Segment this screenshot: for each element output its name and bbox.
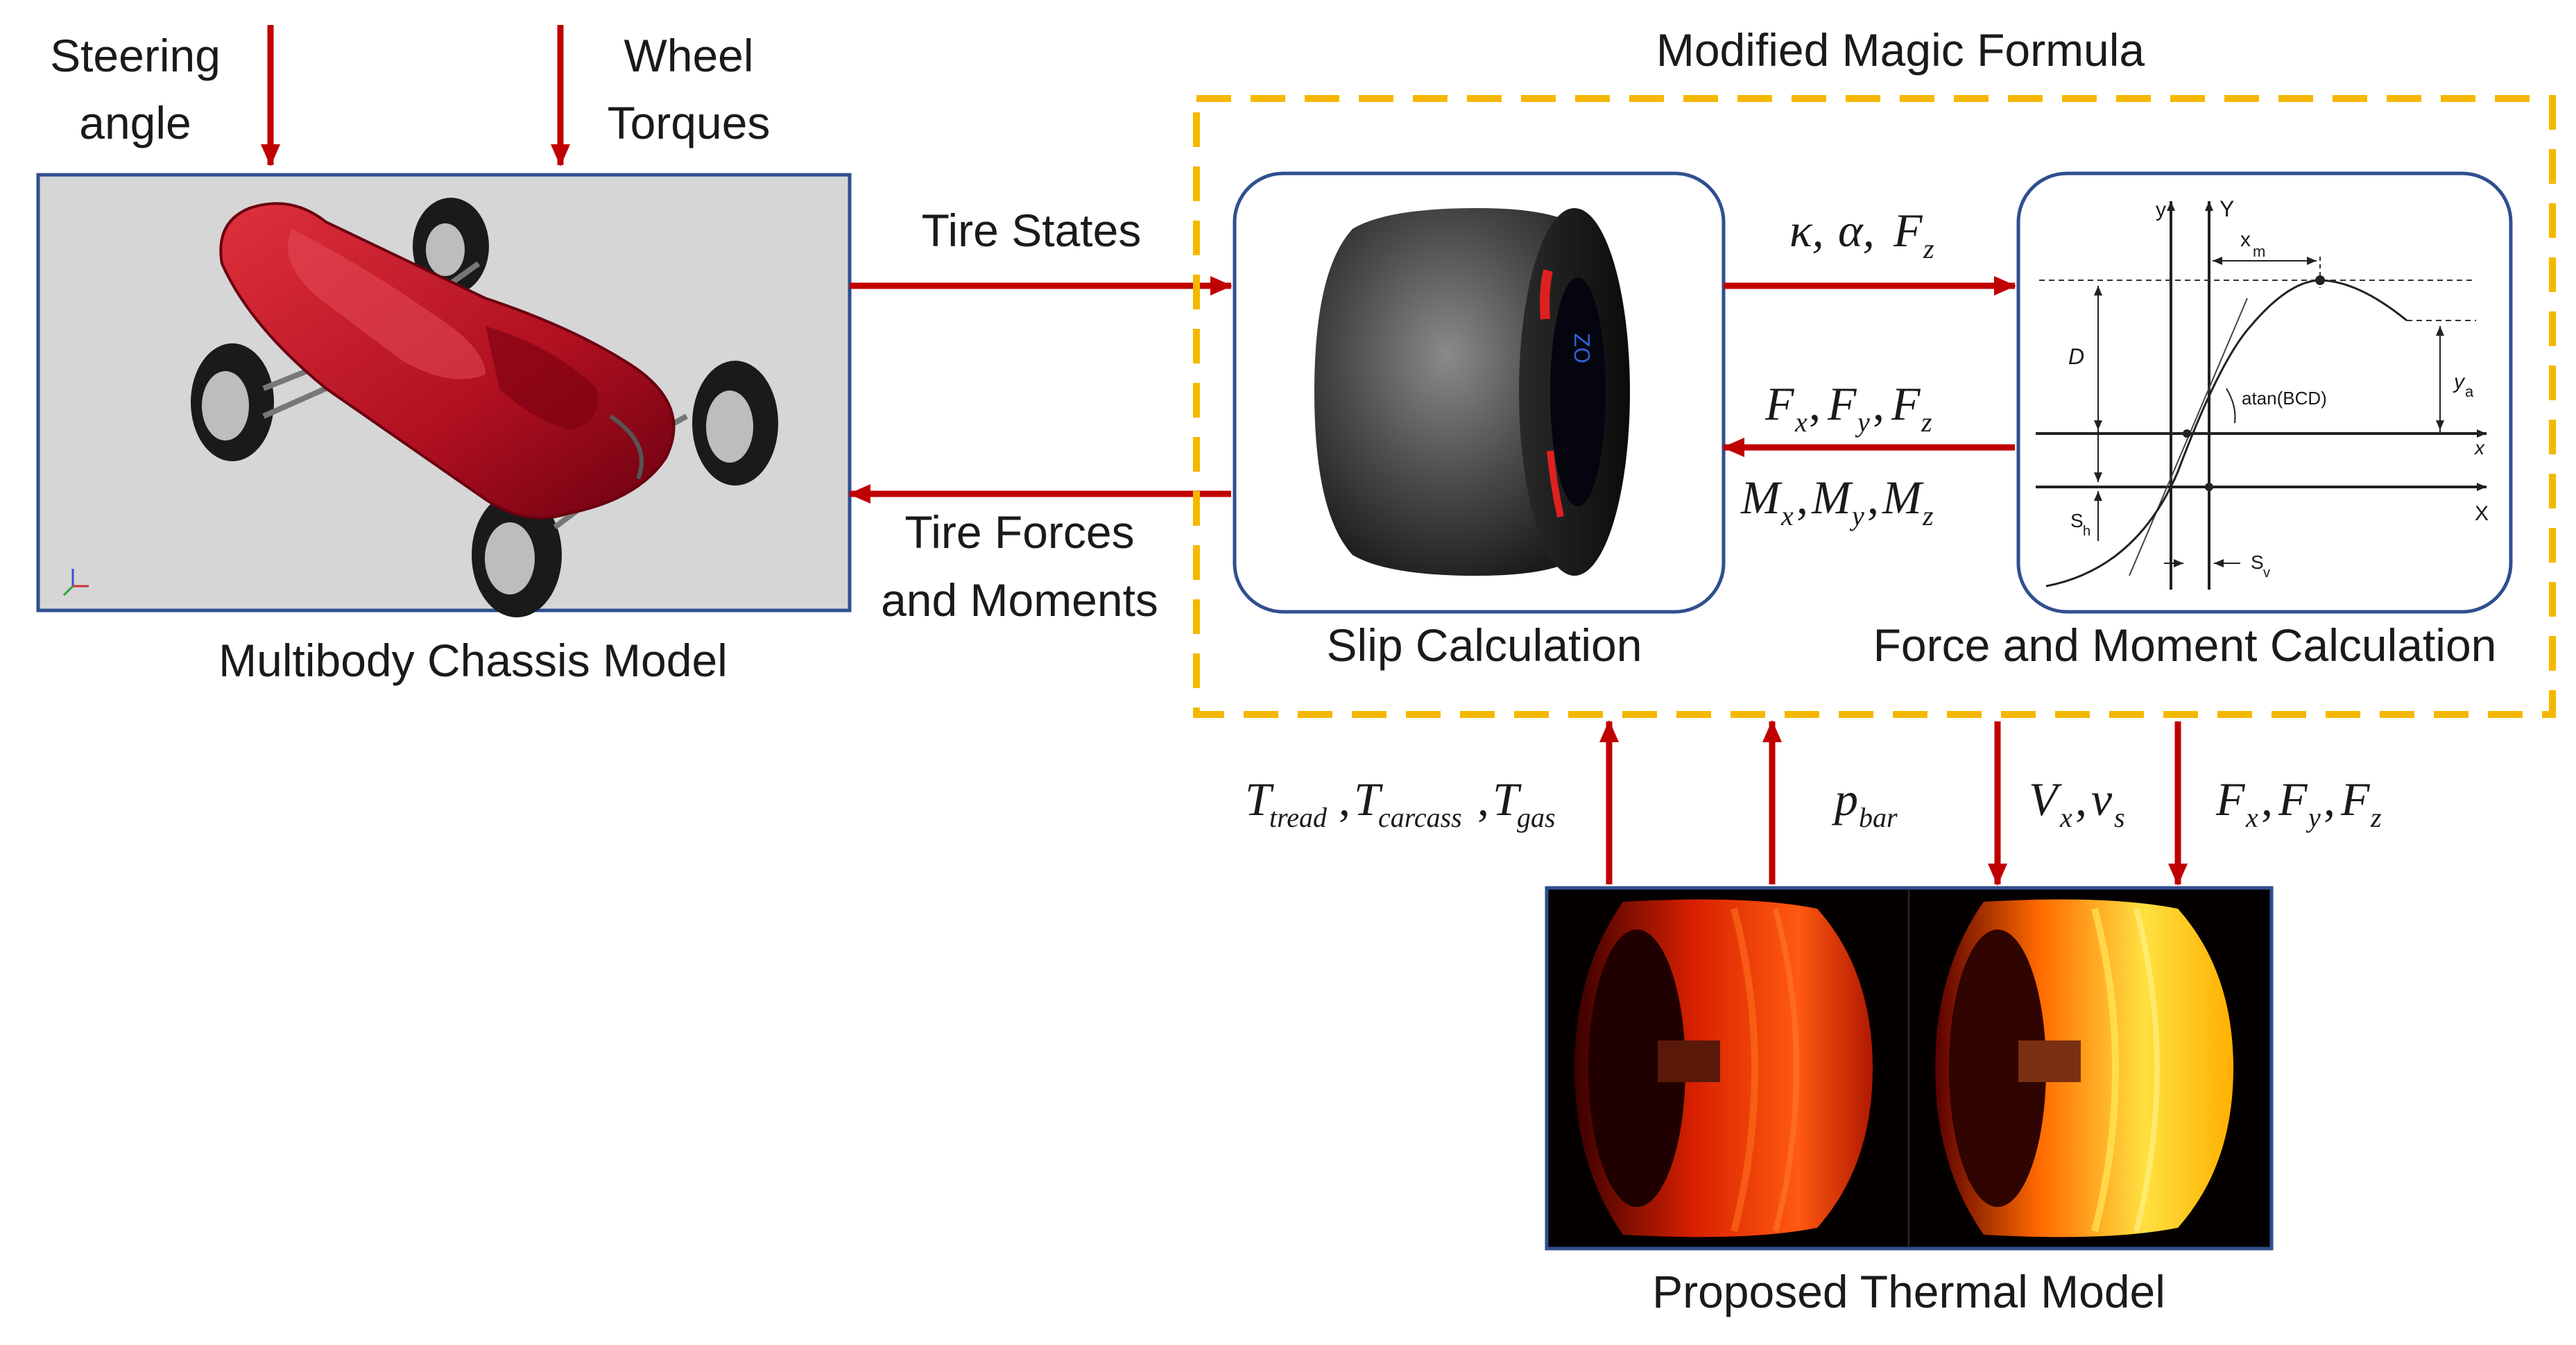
mxyz-label: M x , M y , M z <box>1740 471 1934 531</box>
svg-text:p: p <box>1832 773 1858 825</box>
graph-Y: Y <box>2219 196 2234 221</box>
graph-sh-sub: h <box>2083 524 2090 539</box>
svg-text:x: x <box>2059 802 2072 833</box>
svg-text:y: y <box>2305 802 2321 833</box>
svg-text:,: , <box>1477 773 1489 825</box>
slip-label: Slip Calculation <box>1327 619 1642 671</box>
graph-sh: S <box>2070 510 2084 531</box>
svg-text:α,: α, <box>1838 204 1875 257</box>
car-illustration <box>62 198 778 617</box>
graph-ya: y <box>2453 370 2466 393</box>
fxyz-label: F x , F y , F z <box>1764 377 1932 438</box>
wheel-label-line1: Wheel <box>624 30 753 81</box>
graph-xm-sub: m <box>2253 243 2265 260</box>
force-moment-panel: y Y x m D y a atan(BCD) x X S h S v <box>2016 171 2513 614</box>
tire-image: ZO <box>1314 208 1630 576</box>
kappa-alpha-fz-label: κ, α, F z <box>1789 204 1934 264</box>
svg-text:y: y <box>1855 406 1870 438</box>
temperatures-label: T tread , T carcass , T gas <box>1245 773 1556 833</box>
graph-ya-sub: a <box>2465 383 2474 400</box>
svg-text:z: z <box>1922 500 1934 531</box>
svg-text:,: , <box>1339 773 1350 825</box>
svg-text:,: , <box>1867 471 1879 524</box>
pressure-label: p bar <box>1832 773 1898 833</box>
svg-text:s: s <box>2114 802 2125 833</box>
tire-forces-label-line2: and Moments <box>881 574 1158 626</box>
graph-atan: atan(BCD) <box>2242 388 2327 409</box>
magic-formula-box <box>1193 95 2556 718</box>
svg-text:tread: tread <box>1269 802 1328 833</box>
svg-text:,: , <box>1809 377 1821 430</box>
wheel-label-line2: Torques <box>608 97 771 148</box>
svg-text:,: , <box>2075 773 2087 825</box>
svg-text:bar: bar <box>1859 802 1898 833</box>
svg-text:T: T <box>1245 773 1274 825</box>
svg-text:v: v <box>2091 773 2113 825</box>
svg-text:F: F <box>1764 377 1795 430</box>
slip-panel: ZO <box>1233 171 1726 614</box>
velocity-label: V x , v s <box>2029 773 2125 833</box>
steering-label-line2: angle <box>79 97 191 148</box>
graph-y: y <box>2156 198 2166 221</box>
svg-text:,: , <box>1873 377 1884 430</box>
svg-text:F: F <box>1893 204 1923 257</box>
forces-bottom-label: F x , F y , F z <box>2215 773 2382 833</box>
magic-formula-graph: y Y x m D y a atan(BCD) x X S h S v <box>2036 196 2489 590</box>
svg-text:M: M <box>1882 471 1924 524</box>
thermal-panel <box>1545 886 2274 1251</box>
svg-text:,: , <box>1796 471 1808 524</box>
graph-X: X <box>2475 502 2489 525</box>
svg-text:z: z <box>2370 802 2382 833</box>
svg-text:κ,: κ, <box>1789 204 1824 257</box>
thermal-label: Proposed Thermal Model <box>1652 1266 2165 1317</box>
svg-text:y: y <box>1849 500 1864 531</box>
svg-text:z: z <box>1921 406 1932 438</box>
svg-text:F: F <box>2215 773 2246 825</box>
svg-text:F: F <box>2278 773 2308 825</box>
svg-text:carcass: carcass <box>1378 802 1462 833</box>
svg-text:,: , <box>2324 773 2335 825</box>
graph-D: D <box>2068 344 2084 369</box>
svg-text:F: F <box>1891 377 1921 430</box>
magic-formula-title: Modified Magic Formula <box>1656 24 2145 76</box>
svg-text:x: x <box>1794 406 1808 438</box>
thermal-tire-cold <box>1574 899 1873 1237</box>
tire-states-label: Tire States <box>922 205 1142 256</box>
svg-text:,: , <box>2261 773 2273 825</box>
svg-text:z: z <box>1923 233 1934 264</box>
graph-x: x <box>2473 437 2485 459</box>
svg-text:T: T <box>1493 773 1522 825</box>
graph-xm: x <box>2240 228 2251 251</box>
tire-forces-label-line1: Tire Forces <box>904 506 1134 558</box>
svg-text:x: x <box>2245 802 2258 833</box>
steering-label-line1: Steering <box>50 30 221 81</box>
svg-text:F: F <box>1827 377 1857 430</box>
svg-text:F: F <box>2340 773 2371 825</box>
force-moment-label: Force and Moment Calculation <box>1873 619 2497 671</box>
svg-text:V: V <box>2029 773 2063 825</box>
svg-text:M: M <box>1740 471 1783 524</box>
thermal-tire-hot <box>1935 899 2233 1237</box>
multibody-label: Multibody Chassis Model <box>218 635 728 686</box>
graph-sv: S <box>2251 551 2264 573</box>
svg-text:gas: gas <box>1517 802 1556 833</box>
svg-text:M: M <box>1811 471 1853 524</box>
graph-sv-sub: v <box>2263 565 2270 581</box>
chassis-panel <box>36 173 852 617</box>
svg-text:ZO: ZO <box>1569 333 1593 363</box>
svg-text:x: x <box>1780 500 1794 531</box>
svg-text:T: T <box>1354 773 1383 825</box>
